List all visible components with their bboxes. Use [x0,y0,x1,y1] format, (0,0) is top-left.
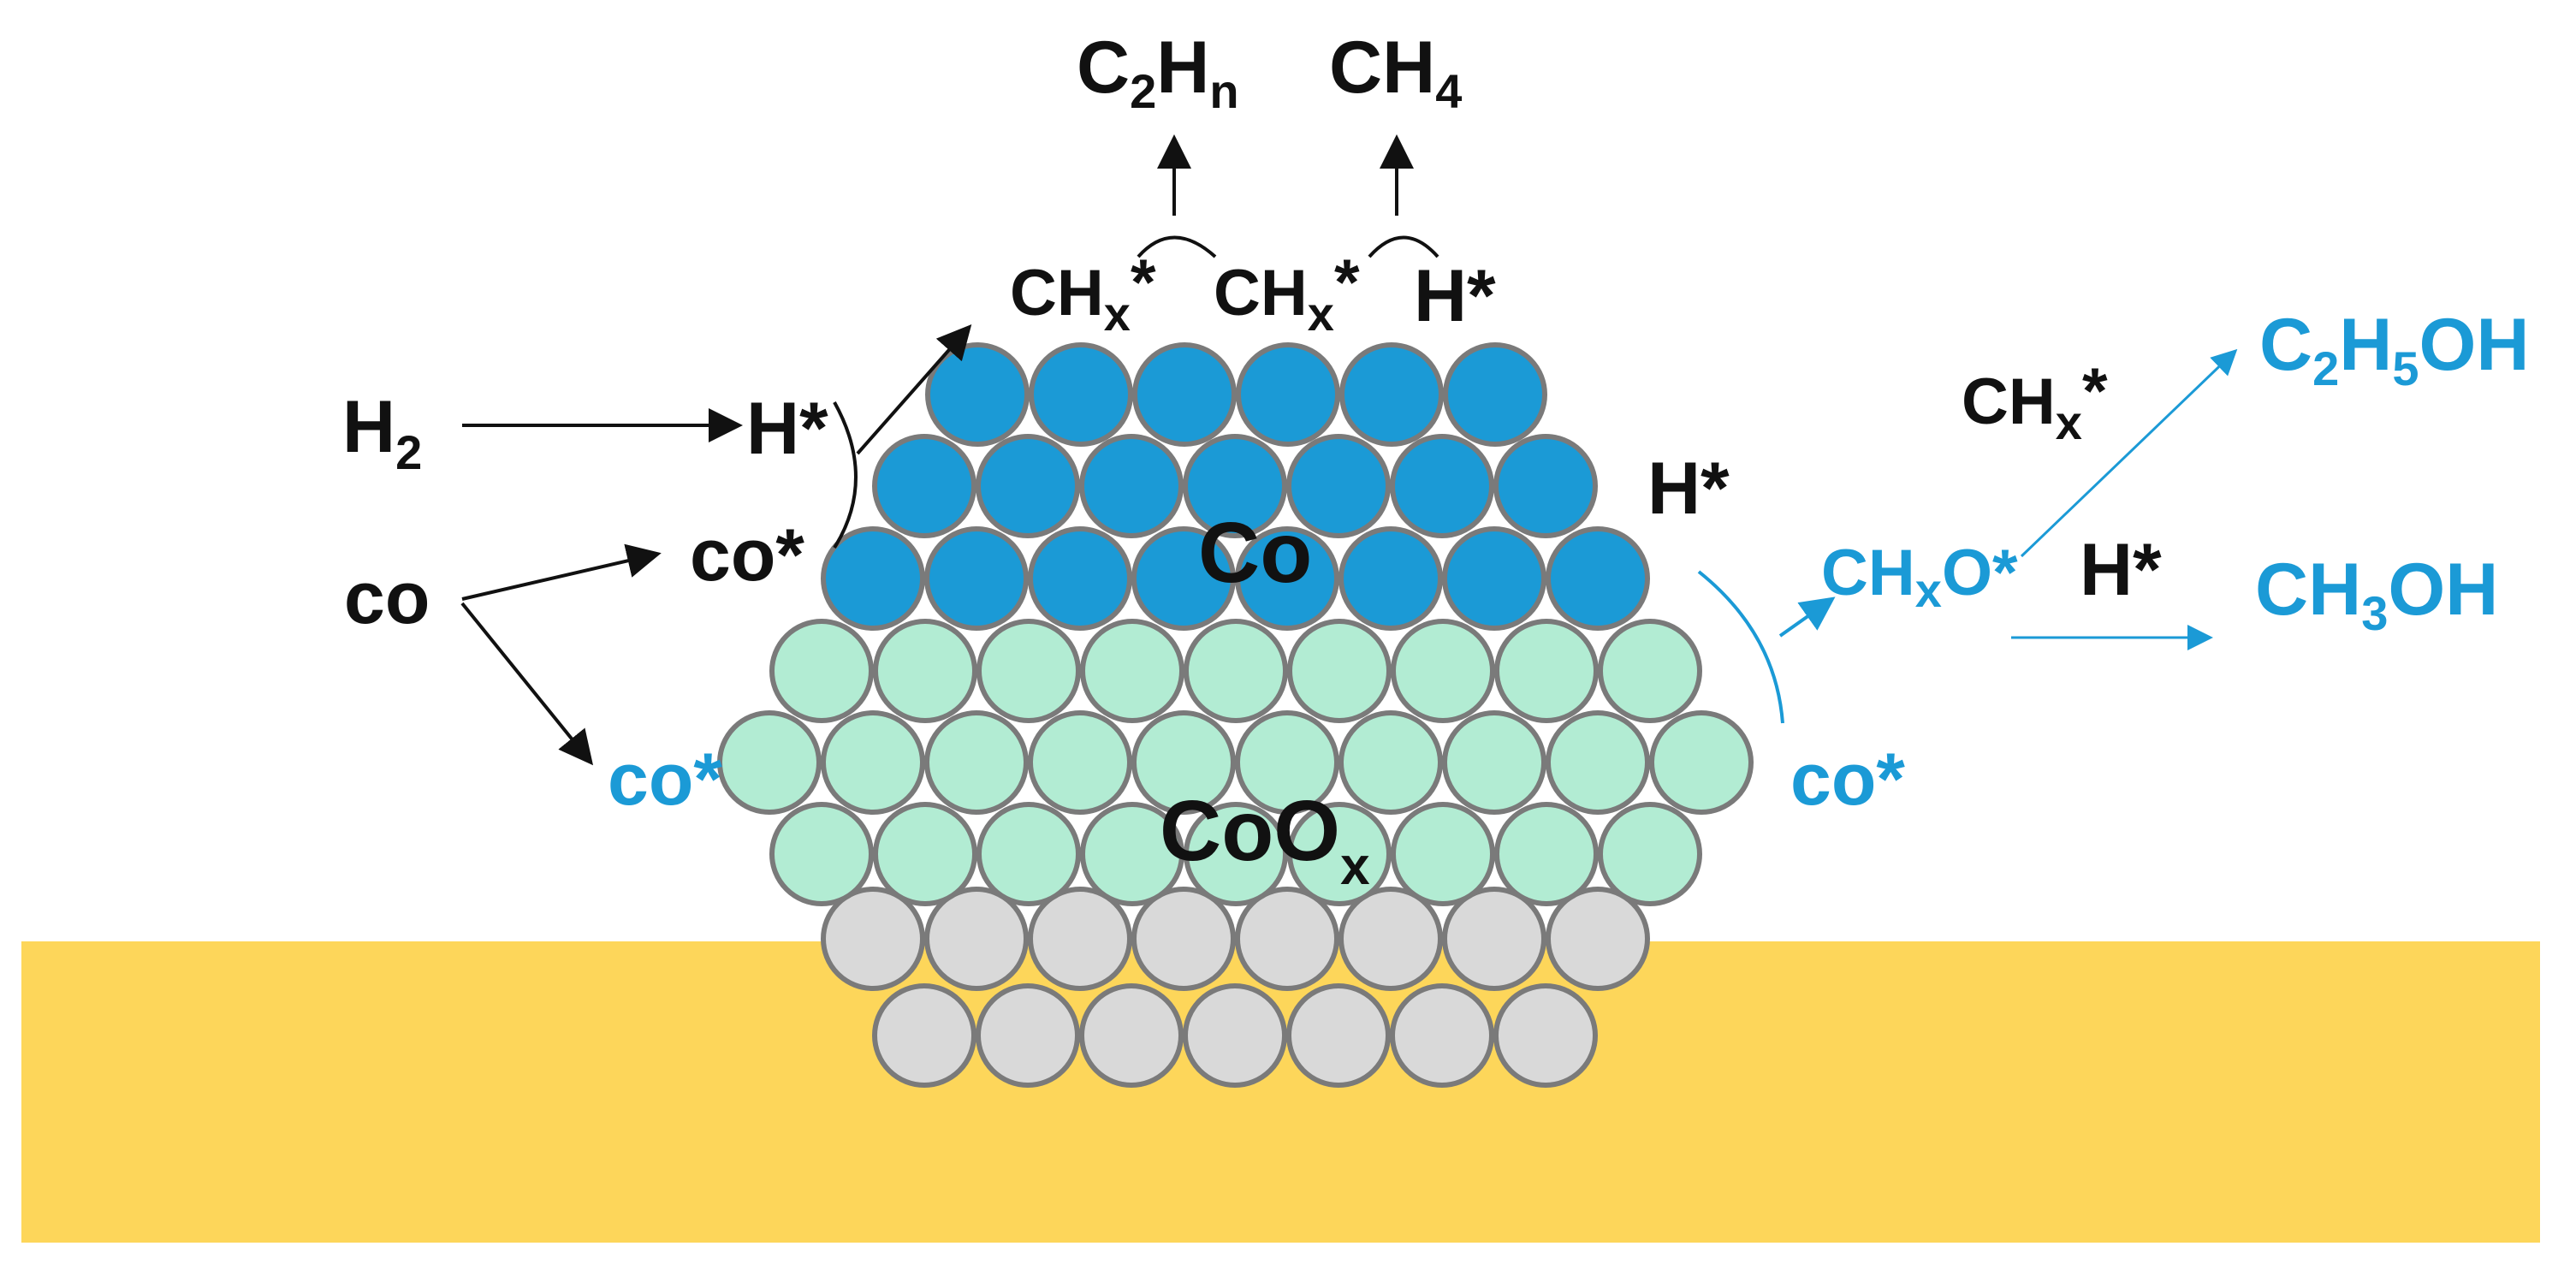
bracket-hstar-costar [833,401,858,549]
arrow-to-c2h5oh [2020,348,2238,558]
bracket-chx-hstar [1368,235,1439,258]
co-atom [1235,526,1339,631]
co-atom [1132,342,1237,447]
arrow-to-chxo [1778,596,1836,638]
label-hstar-top: H* [1414,255,1496,337]
label-hstar-right: H* [1647,448,1730,530]
support-atom [1493,983,1598,1088]
support-atom [1131,887,1236,991]
co-atom [976,434,1080,538]
co-atom [1546,526,1650,631]
support-atom [1390,983,1494,1088]
coox-atom [1287,619,1392,723]
co-atom [1079,434,1184,538]
coox-atom [1546,710,1650,815]
coox-atom [717,710,822,815]
co-atom [1442,526,1546,631]
label-costar-lower: co* [608,739,722,821]
label-chx-b: CHx* [1214,246,1360,341]
support-atom [1235,887,1339,991]
reaction-arrows [460,134,2238,766]
label-coox: CoOx [1160,783,1370,896]
co-atom [821,526,925,631]
coox-atom [769,619,874,723]
coox-atom [1080,802,1184,906]
label-chx-a: CHx* [1010,246,1156,341]
coox-atom [1649,710,1754,815]
bracket-right-interface [1697,570,1784,724]
label-chx-right: CHx* [1962,355,2108,449]
coox-atom [1598,802,1702,906]
label-co-metal: Co [1198,505,1312,601]
co-atom [1183,434,1287,538]
co-atom [1338,526,1443,631]
arrow-to-chx [856,324,972,455]
label-ch3oh: CH3OH [2255,549,2498,640]
coox-atom [1235,710,1339,815]
coox-atom [1494,619,1599,723]
coox-atom [1184,802,1288,906]
coox-atom [1391,619,1495,723]
co-atom [1131,526,1236,631]
support-atom [976,983,1080,1088]
label-chxo: CHxO* [1821,537,2018,617]
co-atom [924,526,1029,631]
label-h2: H2 [342,386,422,479]
co-atom [1493,434,1598,538]
support-atom [1183,983,1287,1088]
support-atom [872,983,976,1088]
support-atom [1286,983,1391,1088]
coox-atom [1131,710,1236,815]
support-atom [1028,887,1132,991]
label-c2hn: C2Hn [1077,27,1239,118]
coox-atom [1080,619,1184,723]
co-atom [1339,342,1444,447]
coox-atom [1598,619,1702,723]
coox-atom [873,802,977,906]
coox-atom [1442,710,1546,815]
coox-atom [769,802,874,906]
label-c2h5oh: C2H5OH [2259,304,2530,395]
coox-atom [1184,619,1288,723]
label-costar-right: co* [1790,739,1905,821]
nanoparticle-atoms [717,342,1754,1088]
arrow-co-to-costar-upper [461,543,662,601]
label-hstar-left: H* [746,388,828,470]
support-atom [821,887,925,991]
co-atom [925,342,1030,447]
support-atom [1442,887,1546,991]
coox-atom [976,802,1081,906]
co-atom [1390,434,1494,538]
bracket-chx-chx [1137,235,1217,258]
coox-atom [1391,802,1495,906]
coox-atom [1338,710,1443,815]
support-atom [1546,887,1650,991]
coox-atom [924,710,1029,815]
co-atom [872,434,976,538]
coox-atom [1028,710,1132,815]
coox-atom [976,619,1081,723]
co-atom [1236,342,1340,447]
coox-atom [1494,802,1599,906]
support-atom [1338,887,1443,991]
coox-atom [821,710,925,815]
label-hstar-right2: H* [2080,529,2162,611]
co-atom [1443,342,1547,447]
co-atom [1029,342,1133,447]
support-atom [924,887,1029,991]
label-ch4: CH4 [1329,27,1462,118]
label-co: co [344,557,430,639]
label-costar-upper: co* [690,514,804,596]
arrow-co-to-costar-lower [460,602,594,766]
support-atom [1079,983,1184,1088]
co-atom [1286,434,1391,538]
coox-atom [873,619,977,723]
support-substrate [21,941,2540,1243]
coox-atom [1287,802,1392,906]
co-atom [1028,526,1132,631]
